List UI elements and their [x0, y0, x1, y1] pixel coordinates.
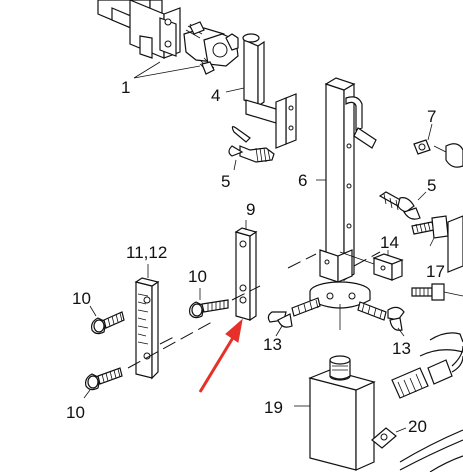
part-5-wing-screw-left: 5 — [221, 126, 275, 191]
label-13-left: 13 — [263, 335, 282, 354]
dashed-axis-lines — [127, 251, 381, 369]
label-5-left: 5 — [221, 172, 230, 191]
part-9-plate: 9 — [234, 200, 258, 322]
part-13-wing-nut-right: 13 — [357, 301, 411, 358]
part-17-bolt: 17 — [411, 215, 449, 281]
label-4: 4 — [211, 86, 220, 105]
part-10-screw-lower-left: 10 — [66, 367, 123, 422]
label-6: 6 — [298, 171, 307, 190]
part-bolt-right-lower — [411, 283, 463, 301]
part-11-12-graduated-plate: 11,12 — [126, 243, 167, 380]
label-9: 9 — [246, 200, 255, 219]
part-4-pole-bracket: 4 — [211, 33, 297, 149]
label-10-upper-left: 10 — [72, 289, 91, 308]
label-13-right: 13 — [392, 339, 411, 358]
label-11-12: 11,12 — [126, 243, 167, 262]
part-10-screw-upper-left: 10 — [72, 289, 125, 335]
label-19: 19 — [264, 398, 283, 417]
red-pointer-arrow — [198, 318, 243, 393]
part-5-wing-screw-right: 5 — [378, 176, 436, 220]
label-20: 20 — [408, 417, 427, 436]
label-1: 1 — [121, 78, 130, 97]
part-bracket-far-right — [447, 215, 463, 273]
label-10-lower-left: 10 — [66, 403, 85, 422]
part-1-clamp-bracket: 1 — [97, 0, 239, 97]
label-7: 7 — [427, 107, 436, 126]
part-20-connector: 20 — [371, 417, 427, 449]
label-17: 17 — [426, 262, 445, 281]
label-10-center: 10 — [188, 267, 207, 286]
label-5-right: 5 — [427, 176, 436, 195]
part-6-main-post: 6 — [298, 77, 377, 330]
part-19-canister: 19 — [264, 355, 376, 471]
part-10-screw-center: 10 — [188, 267, 229, 319]
part-14-block: 14 — [339, 233, 404, 281]
label-14: 14 — [380, 233, 399, 252]
part-13-wing-nut-left: 13 — [263, 297, 321, 354]
part-7-fitting: 7 — [413, 107, 463, 168]
